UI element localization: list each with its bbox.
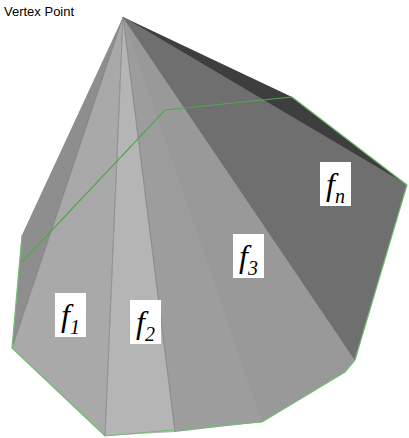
base-outline [12,97,407,436]
ridge-line [12,17,123,348]
face-label: f2 [130,300,161,344]
side-face [12,17,123,436]
ridge-line [123,17,175,432]
ridge-line [123,17,407,185]
vertex-label: Vertex Point [4,4,74,19]
face-label: f3 [233,234,264,278]
ridge-line [123,17,355,360]
face-label: f1 [55,293,86,337]
side-face [123,17,407,360]
face-label: fn [320,162,351,206]
ridge-line [105,17,123,436]
side-face [123,17,407,185]
